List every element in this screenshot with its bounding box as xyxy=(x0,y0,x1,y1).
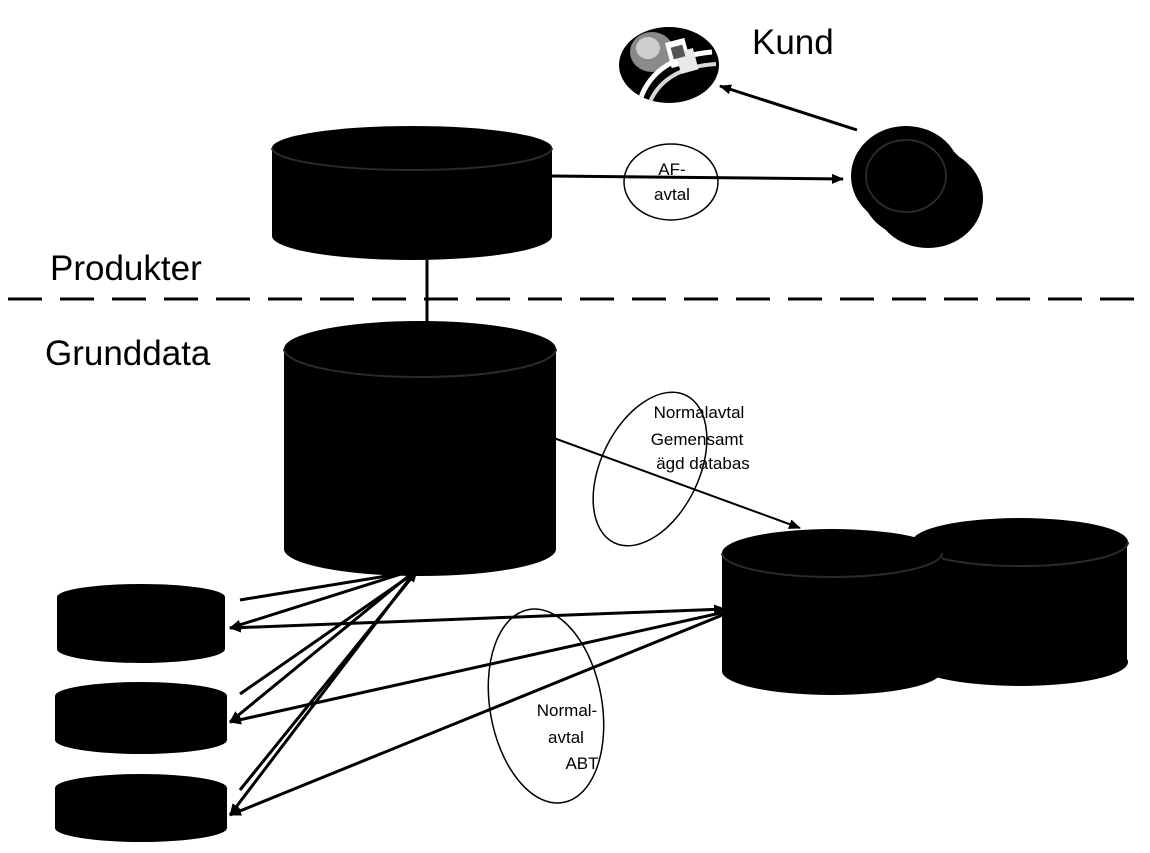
arrow-small-db-1-to-master xyxy=(239,567,418,602)
arrow-product-to-coins xyxy=(550,173,844,184)
normal-gemensamt-label-line2: Gemensamt xyxy=(651,430,744,449)
small-database-1 xyxy=(57,584,225,663)
normal-abt-label-line3: ABT xyxy=(565,754,598,773)
arrow-small-db-3-to-master xyxy=(238,570,419,791)
normal-gemensamt-label-line3: ägd databas xyxy=(656,454,750,473)
af-agreement-ellipse xyxy=(623,143,719,221)
master-database xyxy=(283,321,557,576)
small-database-2 xyxy=(55,682,227,754)
grunddata-label: Grunddata xyxy=(45,334,211,373)
arrow-small-db-1-shared xyxy=(229,604,726,633)
arrow-shared-to-small-db-3 xyxy=(229,612,726,817)
small-database-3 xyxy=(55,774,227,842)
product-database xyxy=(271,126,553,260)
arrow-master-to-shared xyxy=(550,436,801,529)
shared-database-right xyxy=(911,518,1129,686)
coins-stack-icon xyxy=(851,126,983,248)
arrow-small-db-2-to-master xyxy=(239,569,418,696)
normal-gemensamt-ellipse xyxy=(592,391,708,547)
arrow-coins-to-customer xyxy=(719,84,858,132)
shared-database-left xyxy=(721,529,943,695)
normal-abt-label-line1: Normal- xyxy=(537,701,597,720)
customer-globe-icon xyxy=(619,27,719,103)
af-agreement-label-line1: AF- xyxy=(658,160,685,179)
kund-label: Kund xyxy=(752,23,834,62)
af-agreement-label-line2: avtal xyxy=(654,185,690,204)
normal-abt-ellipse xyxy=(487,608,605,804)
normal-gemensamt-label-line1: Normalavtal xyxy=(654,403,745,422)
produkter-label: Produkter xyxy=(50,249,202,288)
arrow-master-to-small-db-2 xyxy=(229,567,418,724)
normal-abt-label-line2: avtal xyxy=(548,728,584,747)
arrow-shared-to-small-db-2 xyxy=(229,610,726,725)
